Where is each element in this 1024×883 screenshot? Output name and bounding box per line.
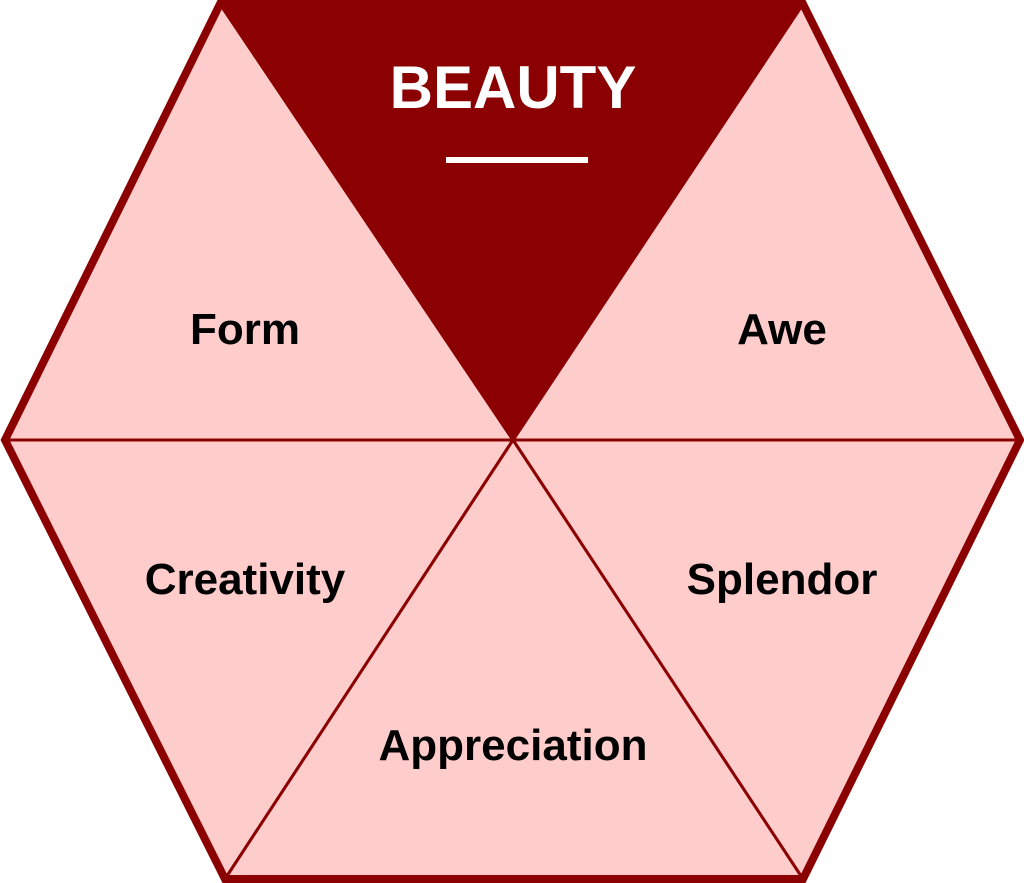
title-beauty: BEAUTY xyxy=(390,54,637,121)
label-splendor: Splendor xyxy=(687,555,878,604)
label-awe: Awe xyxy=(737,305,827,354)
label-form: Form xyxy=(190,305,300,354)
label-creativity: Creativity xyxy=(145,555,346,604)
title-underline xyxy=(446,157,588,163)
label-appreciation: Appreciation xyxy=(379,721,648,770)
